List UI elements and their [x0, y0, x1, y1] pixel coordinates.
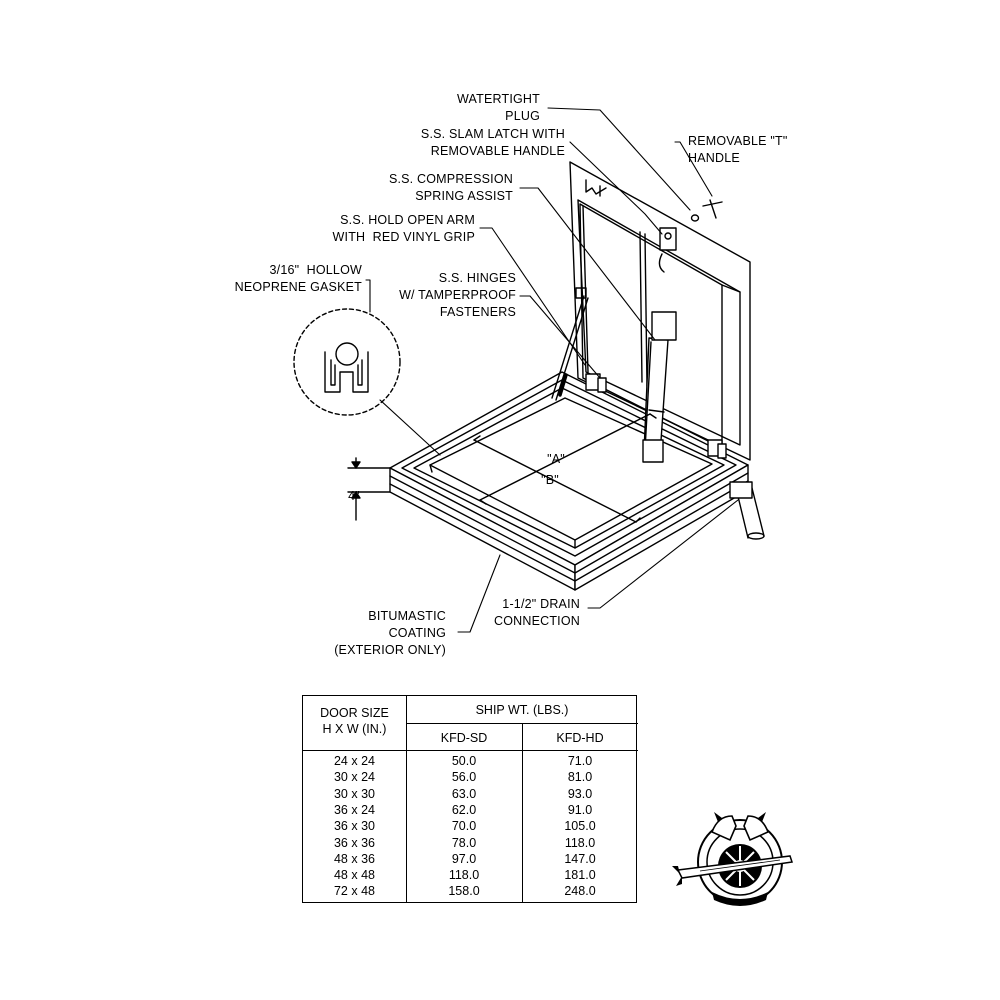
- callout-gasket: 3/16" HOLLOW NEOPRENE GASKET: [234, 263, 362, 294]
- plug-and-t-handle: [690, 199, 723, 222]
- slam-latch: [658, 227, 677, 273]
- table-divider: [406, 723, 638, 725]
- table-cell-hd: 248.0: [564, 884, 596, 899]
- table-cell-size: 30 x 30: [333, 786, 375, 801]
- table-cell-hd: 147.0: [564, 851, 596, 866]
- callout-drain: 1-1/2" DRAIN CONNECTION: [493, 597, 580, 628]
- table-cell-sd: 56.0: [451, 770, 477, 785]
- table-cell-hd: 71.0: [567, 754, 593, 768]
- table-cell-size: 30 x 24: [333, 770, 375, 785]
- table-divider: [406, 696, 408, 902]
- header-kfd-hd: KFD-HD: [556, 731, 604, 745]
- table-cell-hd: 81.0: [567, 770, 593, 785]
- table-cell-size: 72 x 48: [333, 884, 375, 899]
- drain-pipe: [729, 481, 765, 540]
- header-kfd-sd: KFD-SD: [440, 731, 488, 745]
- dimension-b-label: "B": [541, 473, 559, 487]
- table-cell-sd: 63.0: [451, 786, 477, 801]
- table-cell-hd: 181.0: [564, 868, 596, 883]
- gasket-detail: [293, 308, 401, 416]
- callout-compression-spring: S.S. COMPRESSION SPRING ASSIST: [388, 172, 513, 203]
- callout-watertight-plug: WATERTIGHT PLUG: [456, 92, 540, 123]
- leader-lines: [365, 107, 739, 633]
- table-cell-sd: 97.0: [451, 851, 477, 866]
- ship-weight-table: DOOR SIZE H X W (IN.) SHIP WT. (LBS.) KF…: [302, 695, 638, 903]
- table-cell-size: 36 x 36: [333, 835, 375, 850]
- callout-slam-latch: S.S. SLAM LATCH WITH REMOVABLE HANDLE: [420, 127, 565, 158]
- compression-spring: [642, 311, 677, 463]
- height-dimension: [347, 457, 391, 521]
- table-cell-sd: 70.0: [451, 819, 477, 834]
- lid-clip: [585, 179, 607, 197]
- callout-hold-open-arm: S.S. HOLD OPEN ARM WITH RED VINYL GRIP: [332, 213, 475, 244]
- callout-t-handle: REMOVABLE "T" HANDLE: [688, 134, 788, 165]
- hinges: [585, 373, 727, 459]
- table-cell-hd: 105.0: [564, 819, 596, 834]
- hold-open-arm: [551, 287, 589, 401]
- header-door-size: DOOR SIZE H X W (IN.): [320, 706, 389, 736]
- table-divider: [522, 724, 524, 902]
- table-cell-hd: 93.0: [567, 786, 593, 801]
- dimension-lines: [473, 413, 657, 523]
- callout-bitumastic: BITUMASTIC COATING (EXTERIOR ONLY): [334, 609, 446, 657]
- table-cell-size: 48 x 48: [333, 868, 375, 883]
- table-cell-size: 48 x 36: [333, 851, 375, 866]
- table-cell-sd: 78.0: [451, 835, 477, 850]
- header-ship-weight: SHIP WT. (LBS.): [475, 703, 569, 717]
- table-cell-sd: 118.0: [448, 868, 480, 883]
- callout-hinges: S.S. HINGES W/ TAMPERPROOF FASTENERS: [399, 271, 516, 319]
- table-cell-sd: 62.0: [451, 802, 477, 817]
- table-cell-hd: 91.0: [567, 802, 593, 817]
- table-cell-sd: 158.0: [448, 884, 480, 899]
- table-divider: [303, 750, 638, 752]
- table-cell-size: 24 x 24: [333, 754, 375, 768]
- table-cell-size: 36 x 30: [333, 819, 375, 834]
- table-cell-hd: 118.0: [564, 835, 596, 850]
- dimension-a-label: "A": [547, 452, 565, 466]
- dimension-height-label: 4": [348, 489, 360, 503]
- table-cell-sd: 50.0: [451, 754, 477, 768]
- table-cell-size: 36 x 24: [333, 802, 375, 817]
